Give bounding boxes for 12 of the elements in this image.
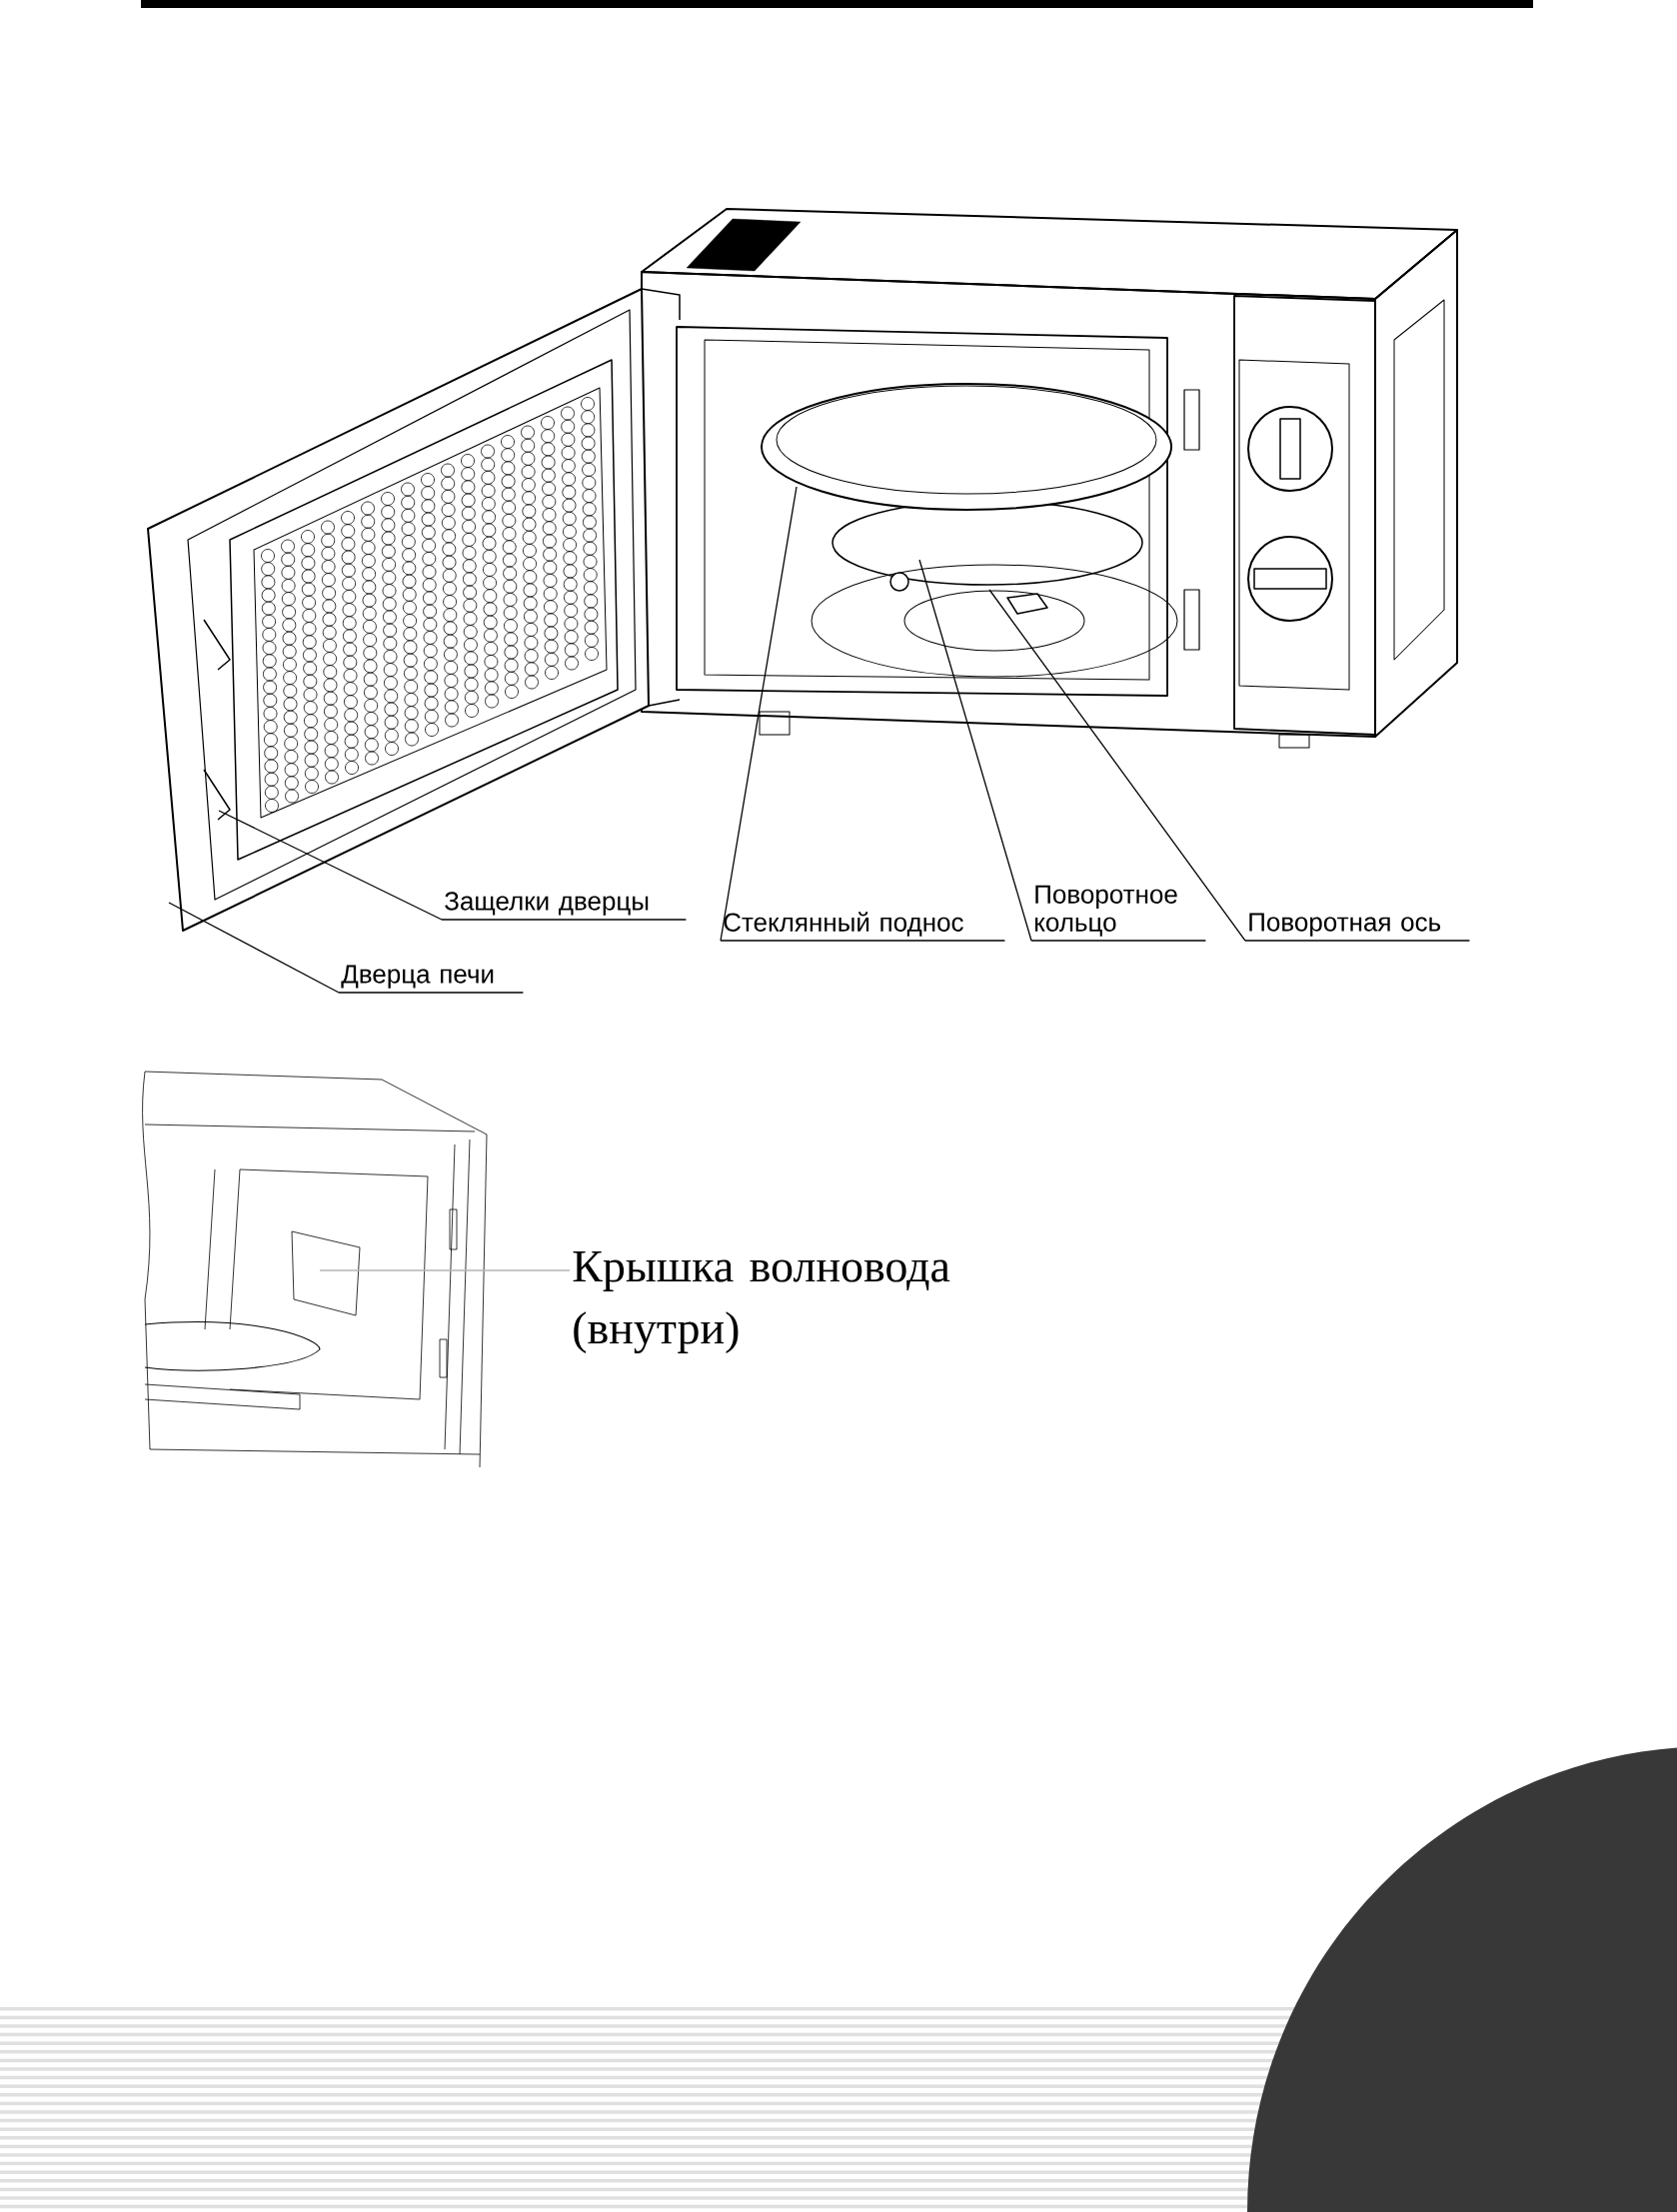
part-label: Поворотная ось <box>1244 913 1471 942</box>
part-label: Крышка волновода (внутри) <box>573 1251 950 1354</box>
part-label: Защелки дверцы <box>441 892 688 921</box>
leader-line <box>988 589 1246 942</box>
part-label: Дверца печи <box>338 965 525 994</box>
leader-line <box>319 1269 571 1271</box>
part-label: Поворотное кольцо <box>1030 885 1207 942</box>
leader-line <box>168 902 340 994</box>
leader-line <box>720 486 798 942</box>
part-label: Стеклянный поднос <box>720 912 1006 942</box>
leader-line <box>918 559 1032 942</box>
leader-line <box>218 810 443 921</box>
